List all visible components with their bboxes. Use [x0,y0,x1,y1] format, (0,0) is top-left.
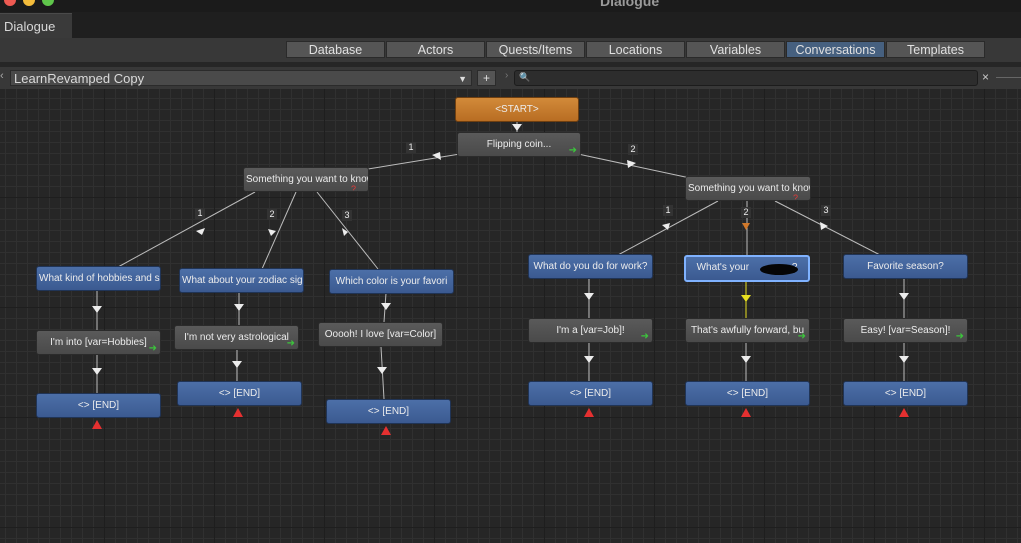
search-input[interactable]: 🔍 [514,70,978,86]
link-number: 3 [342,210,352,221]
dialogue-node[interactable]: Ooooh! I love [var=Color] [318,322,443,347]
node-label: What do you do for work? [533,261,648,272]
node-label: <> [END] [569,388,612,399]
dialogue-node[interactable]: I'm not very astrological➜ [174,325,299,350]
minimize-window-icon[interactable] [23,0,35,6]
node-label: <> [END] [367,406,410,417]
end-node[interactable]: <> [END] [843,381,968,406]
dialogue-node[interactable]: What do you do for work? [528,254,653,279]
conversation-bar: ‹ LearnRevamped Copy ▼ + › 🔍 × [0,67,1021,89]
condition-icon: ? [792,193,798,201]
end-node[interactable]: <> [END] [177,381,302,406]
actors-button[interactable]: Actors [386,41,485,58]
flag-icon: ➜ [568,145,577,156]
end-marker-icon [381,426,391,435]
flag-icon: ➜ [640,331,649,342]
dialogue-node[interactable]: That's awfully forward, bu➜ [685,318,810,343]
link-number: 3 [821,205,831,216]
end-marker-icon [233,408,243,417]
flag-icon: ➜ [148,343,157,354]
chevron-down-icon: ▼ [458,74,467,84]
link-number: 2 [741,207,751,218]
database-button[interactable]: Database [286,41,385,58]
window-title: Dialogue [600,0,660,9]
toolbar: Database Actors Quests/Items Locations V… [0,38,1021,62]
conversations-button[interactable]: Conversations [786,41,885,58]
link-number: 1 [406,142,416,153]
node-label: I'm into [var=Hobbies] [50,337,147,348]
node-label: <> [END] [726,388,769,399]
conversation-dropdown[interactable]: LearnRevamped Copy ▼ [10,70,472,86]
dialogue-node[interactable]: Easy! [var=Season]! ➜ [843,318,968,343]
node-label: <> [END] [884,388,927,399]
node-label: <START> [495,104,539,115]
dialogue-node[interactable]: I'm a [var=Job]! ➜ [528,318,653,343]
node-label: What about your zodiac sig [182,275,303,286]
templates-button[interactable]: Templates [886,41,985,58]
end-marker-icon [899,408,909,417]
locations-button[interactable]: Locations [586,41,685,58]
dialogue-node[interactable]: Favorite season? [843,254,968,279]
dialogue-node[interactable]: Something you want to know? [243,167,369,192]
close-window-icon[interactable] [4,0,16,6]
add-conversation-button[interactable]: + [477,70,496,86]
node-label: Something you want to know [688,183,811,194]
node-label: I'm a [var=Job]! [556,325,625,336]
dialogue-node-selected[interactable]: What's your ? [684,255,810,282]
node-label: Ooooh! I love [var=Color] [324,329,437,340]
flag-icon: ➜ [286,338,295,349]
dialogue-node[interactable]: Flipping coin... ➜ [457,132,581,157]
link-number: 2 [628,144,638,155]
end-node[interactable]: <> [END] [326,399,451,424]
end-node[interactable]: <> [END] [528,381,653,406]
dialogue-node[interactable]: What about your zodiac sig [179,268,304,293]
start-node[interactable]: <START> [455,97,579,122]
divider [996,77,1021,78]
flag-icon: ➜ [797,331,806,342]
chevron-right-icon: › [505,70,509,81]
end-node[interactable]: <> [END] [36,393,161,418]
node-label: Flipping coin... [486,139,552,150]
node-label: <> [END] [77,400,120,411]
chevron-left-icon[interactable]: ‹ [0,70,4,82]
title-bar: Dialogue [0,0,1021,12]
node-label: Which color is your favori [335,276,448,287]
tab-row: Dialogue [0,12,1021,38]
node-label: Easy! [var=Season]! [860,325,951,336]
dialogue-node[interactable]: I'm into [var=Hobbies]➜ [36,330,161,355]
variables-button[interactable]: Variables [686,41,785,58]
link-number: 1 [195,208,205,219]
condition-icon: ? [350,184,356,192]
node-label: What's your [696,262,752,273]
link-number: 2 [267,209,277,220]
tab-dialogue[interactable]: Dialogue [0,13,72,38]
zoom-window-icon[interactable] [42,0,54,6]
end-marker-icon [92,420,102,429]
dialogue-node[interactable]: What kind of hobbies and s [36,266,161,291]
node-label: That's awfully forward, bu [690,325,805,336]
node-canvas[interactable] [0,89,1021,543]
conversation-dropdown-value: LearnRevamped Copy [14,71,145,86]
node-label: What kind of hobbies and s [39,273,160,284]
quests-items-button[interactable]: Quests/Items [486,41,585,58]
clear-search-button[interactable]: × [982,70,990,84]
node-label: Something you want to know [246,174,369,185]
redaction-mark [760,264,798,275]
node-label: I'm not very astrological [184,332,289,343]
dialogue-node[interactable]: Something you want to know? [685,176,811,201]
search-icon: 🔍 [519,72,531,82]
link-number: 1 [663,205,673,216]
node-label: <> [END] [218,388,261,399]
dialogue-node[interactable]: Which color is your favori [329,269,454,294]
flag-icon: ➜ [955,331,964,342]
node-label: Favorite season? [867,261,944,272]
end-marker-icon [584,408,594,417]
end-marker-icon [741,408,751,417]
end-node[interactable]: <> [END] [685,381,810,406]
